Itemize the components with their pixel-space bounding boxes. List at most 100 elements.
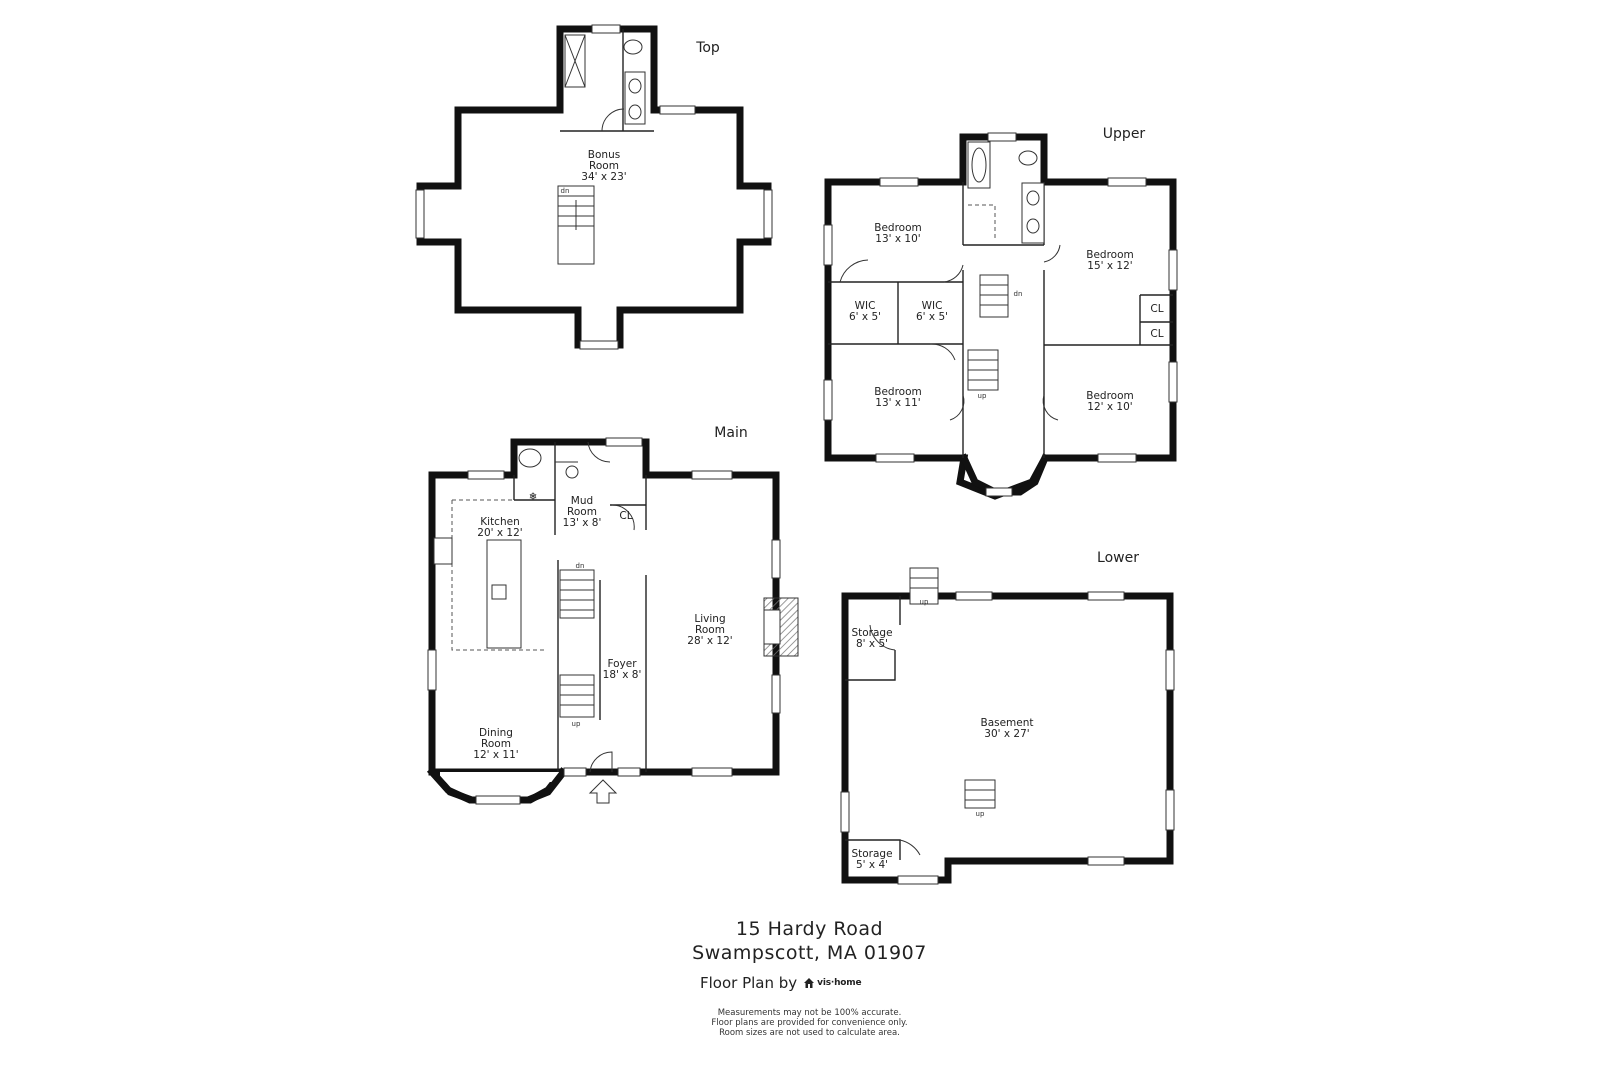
disclaimer: Measurements may not be 100% accurate. F… [0,1008,1619,1038]
sink-icon [565,465,579,479]
room-label-cl-2: CL [1150,328,1163,340]
stairs [559,674,595,718]
svg-text:12' x 10': 12' x 10' [1087,401,1132,413]
svg-text:Dining: Dining [479,727,513,739]
svg-text:34' x 23': 34' x 23' [581,171,626,183]
sink-icon [628,104,642,120]
room-label-wic-2: WIC 6' x 5' [916,300,948,323]
disclaimer-line: Room sizes are not used to calculate are… [719,1028,900,1038]
lower-outer-wall [841,592,1174,884]
stove-icon [433,537,453,565]
svg-text:Bedroom: Bedroom [874,222,922,234]
svg-text:Storage: Storage [851,627,892,639]
floor-main: Main ❄ dn up [427,425,799,805]
floor-label-upper: Upper [1103,126,1146,142]
main-outer-wall [428,438,780,776]
svg-text:up: up [978,392,987,400]
stairs [909,567,939,605]
room-label-cl: CL [619,510,632,522]
room-label-bedroom-3: Bedroom 13' x 11' [874,386,922,409]
svg-text:18' x 8': 18' x 8' [603,669,642,681]
brand-name: vis·home [817,978,862,988]
floor-label-lower: Lower [1097,550,1139,566]
room-label-bedroom-2: Bedroom 15' x 12' [1086,249,1134,272]
svg-text:dn: dn [1014,290,1023,298]
svg-text:Bedroom: Bedroom [874,386,922,398]
svg-text:Living: Living [694,613,725,625]
svg-text:WIC: WIC [855,300,876,312]
sink-icon [628,78,642,94]
room-label-dining-room: Dining Room 12' x 11' [473,727,518,761]
house-icon [804,978,815,988]
toilet-icon [623,39,643,55]
svg-text:dn: dn [576,562,585,570]
room-label-cl-1: CL [1150,303,1163,315]
svg-text:30' x 27': 30' x 27' [984,728,1029,740]
room-label-storage-1: Storage 8' x 5' [851,627,892,650]
top-outer-wall [416,25,772,349]
brand-logo: vis·home [803,977,862,989]
room-label-foyer: Foyer 18' x 8' [603,658,642,681]
svg-text:13' x 8': 13' x 8' [563,517,602,529]
svg-text:6' x 5': 6' x 5' [849,311,881,323]
floor-label-main: Main [714,425,747,441]
svg-text:Room: Room [589,160,619,172]
svg-text:Room: Room [567,506,597,518]
fan-icon: ❄ [529,491,538,503]
svg-text:Foyer: Foyer [607,658,637,670]
floor-label-top: Top [695,40,720,56]
svg-text:5' x 4': 5' x 4' [856,859,888,871]
floor-upper: Upper dn up [823,126,1178,500]
svg-text:13' x 10': 13' x 10' [875,233,920,245]
disclaimer-line: Floor plans are provided for convenience… [711,1018,908,1028]
svg-text:Kitchen: Kitchen [480,516,519,528]
svg-text:15' x 12': 15' x 12' [1087,260,1132,272]
svg-text:6' x 5': 6' x 5' [916,311,948,323]
svg-text:Bonus: Bonus [588,149,620,161]
room-label-bonus-room: Bonus Room 34' x 23' [581,149,626,183]
sink-icon [1026,190,1040,206]
svg-text:Basement: Basement [980,717,1033,729]
svg-text:Storage: Storage [851,848,892,860]
svg-text:WIC: WIC [922,300,943,312]
svg-text:12' x 11': 12' x 11' [473,749,518,761]
svg-text:13' x 11': 13' x 11' [875,397,920,409]
stairs [559,569,595,619]
toilet-icon [1018,150,1038,166]
toilet-icon [518,448,542,468]
sink-icon [1026,218,1040,234]
stairs [979,274,1009,318]
address-line-2: Swampscott, MA 01907 [692,942,927,964]
svg-text:20' x 12': 20' x 12' [477,527,522,539]
svg-text:Bedroom: Bedroom [1086,249,1134,261]
svg-text:Room: Room [481,738,511,750]
svg-text:Mud: Mud [571,495,593,507]
room-label-bedroom-4: Bedroom 12' x 10' [1086,390,1134,413]
room-label-mud-room: Mud Room 13' x 8' [563,495,602,529]
svg-text:up: up [920,598,929,606]
address-line-1: 15 Hardy Road [735,918,884,940]
svg-text:Room: Room [695,624,725,636]
room-label-wic-1: WIC 6' x 5' [849,300,881,323]
svg-text:Bedroom: Bedroom [1086,390,1134,402]
svg-text:up: up [572,720,581,728]
room-label-basement: Basement 30' x 27' [980,717,1033,740]
floor-plan-credit: Floor Plan by vis·home [700,974,920,992]
svg-text:up: up [976,810,985,818]
credit-prefix: Floor Plan by [700,974,798,992]
sink-icon [491,584,507,600]
entry-arrow-icon [588,779,618,804]
floor-top: Top dn Bonus Room 34' x 23' [415,24,773,350]
svg-text:8' x 5': 8' x 5' [856,638,888,650]
svg-text:28' x 12': 28' x 12' [687,635,732,647]
bathtub-icon [967,141,991,189]
room-label-kitchen: Kitchen 20' x 12' [477,516,522,539]
stairs [964,779,996,809]
floor-lower: Lower up up Storage 8' x 5' Basement 30'… [840,550,1175,885]
disclaimer-line: Measurements may not be 100% accurate. [717,1008,902,1018]
room-label-storage-2: Storage 5' x 4' [851,848,892,871]
svg-text:dn: dn [561,187,570,195]
room-label-living-room: Living Room 28' x 12' [687,613,732,647]
room-label-bedroom-1: Bedroom 13' x 10' [874,222,922,245]
